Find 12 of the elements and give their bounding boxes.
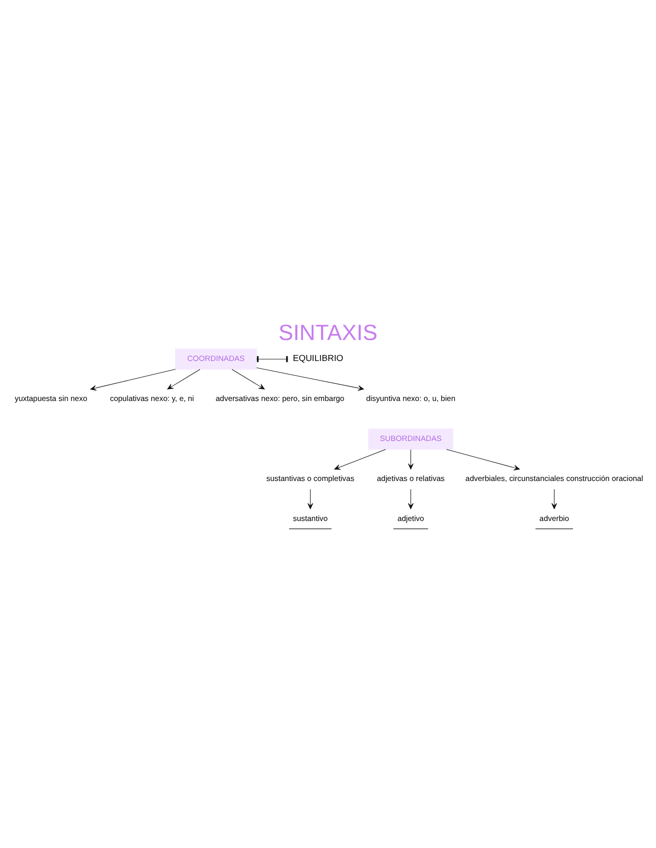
arrow: [167, 368, 200, 389]
arrow: [232, 368, 265, 389]
arrow: [408, 488, 414, 509]
diagram-title: SINTAXIS: [278, 320, 378, 345]
arrow: [256, 367, 364, 390]
arrow: [446, 448, 520, 470]
label: EQUILIBRIO: [292, 352, 344, 363]
arrow: [408, 448, 414, 469]
arrow: [551, 488, 557, 509]
arrow: [334, 448, 386, 470]
arrow: [90, 368, 176, 390]
arrow: [308, 488, 314, 509]
